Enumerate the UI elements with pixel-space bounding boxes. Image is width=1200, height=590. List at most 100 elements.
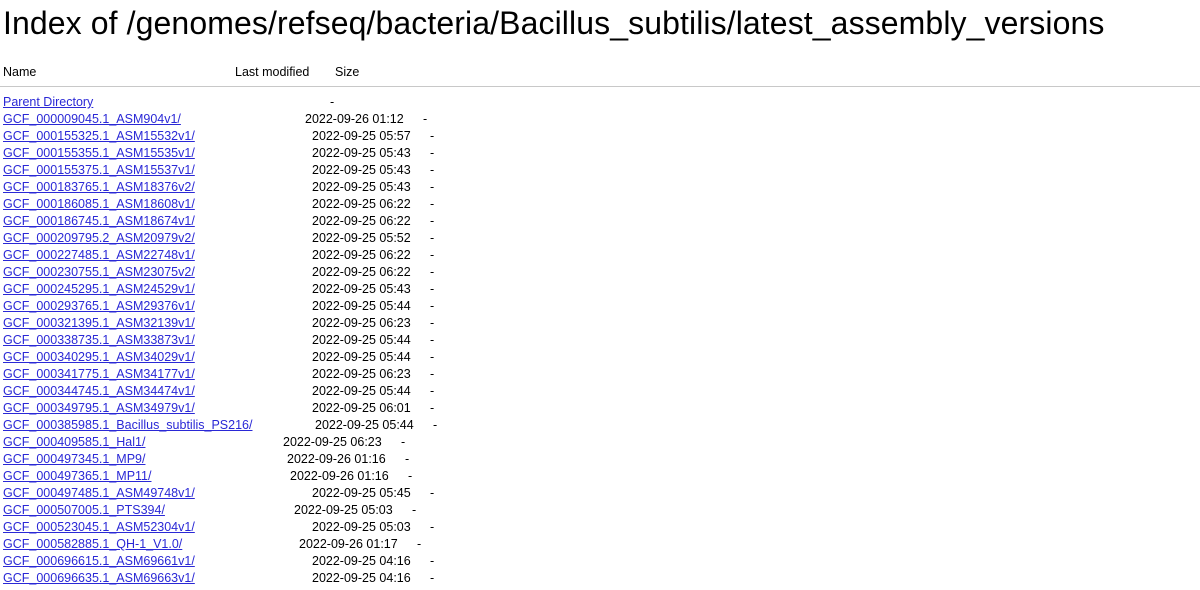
- size-value: -: [430, 299, 435, 313]
- directory-link[interactable]: GCF_000245295.1_ASM24529v1/: [3, 282, 195, 296]
- directory-link[interactable]: GCF_000186085.1_ASM18608v1/: [3, 197, 195, 211]
- directory-link[interactable]: GCF_000209795.2_ASM20979v2/: [3, 231, 195, 245]
- size-value: -: [430, 384, 435, 398]
- last-modified-value: 2022-09-25 04:16: [312, 571, 411, 585]
- last-modified-value: 2022-09-26 01:17: [299, 537, 398, 551]
- table-row: GCF_000186745.1_ASM18674v1/2022-09-25 06…: [0, 213, 1200, 230]
- directory-link[interactable]: GCF_000507005.1_PTS394/: [3, 503, 165, 517]
- last-modified-value: 2022-09-25 06:23: [312, 367, 411, 381]
- last-modified-value: 2022-09-25 06:22: [312, 248, 411, 262]
- directory-link[interactable]: GCF_000009045.1_ASM904v1/: [3, 112, 181, 126]
- last-modified-value: 2022-09-25 05:45: [312, 486, 411, 500]
- column-header-name[interactable]: Name: [3, 65, 37, 79]
- directory-link[interactable]: GCF_000155325.1_ASM15532v1/: [3, 129, 195, 143]
- directory-link[interactable]: GCF_000582885.1_QH-1_V1.0/: [3, 537, 183, 551]
- directory-link[interactable]: GCF_000155355.1_ASM15535v1/: [3, 146, 195, 160]
- column-header-size[interactable]: Size: [335, 65, 360, 79]
- last-modified-value: 2022-09-25 05:52: [312, 231, 411, 245]
- header-divider: [0, 86, 1200, 87]
- table-row: GCF_000582885.1_QH-1_V1.0/2022-09-26 01:…: [0, 536, 1200, 553]
- directory-link[interactable]: GCF_000155375.1_ASM15537v1/: [3, 163, 195, 177]
- directory-link[interactable]: GCF_000293765.1_ASM29376v1/: [3, 299, 195, 313]
- table-row: GCF_000349795.1_ASM34979v1/2022-09-25 06…: [0, 400, 1200, 417]
- size-value: -: [430, 248, 435, 262]
- size-value: -: [430, 214, 435, 228]
- size-value: -: [405, 452, 410, 466]
- page-title: Index of /genomes/refseq/bacteria/Bacill…: [3, 5, 1105, 41]
- table-row: GCF_000009045.1_ASM904v1/2022-09-26 01:1…: [0, 111, 1200, 128]
- size-value: -: [430, 520, 435, 534]
- directory-listing: Parent Directory - GCF_000009045.1_ASM90…: [0, 94, 1200, 587]
- size-value: -: [430, 554, 435, 568]
- size-value: -: [330, 95, 335, 109]
- table-row: GCF_000227485.1_ASM22748v1/2022-09-25 06…: [0, 247, 1200, 264]
- directory-link[interactable]: GCF_000227485.1_ASM22748v1/: [3, 248, 195, 262]
- size-value: -: [430, 146, 435, 160]
- last-modified-value: 2022-09-25 05:44: [312, 350, 411, 364]
- size-value: -: [430, 129, 435, 143]
- directory-link[interactable]: GCF_000696615.1_ASM69661v1/: [3, 554, 195, 568]
- size-value: -: [430, 350, 435, 364]
- last-modified-value: 2022-09-25 06:22: [312, 265, 411, 279]
- size-value: -: [430, 180, 435, 194]
- table-row: GCF_000209795.2_ASM20979v2/2022-09-25 05…: [0, 230, 1200, 247]
- size-value: -: [430, 231, 435, 245]
- table-row: GCF_000155325.1_ASM15532v1/2022-09-25 05…: [0, 128, 1200, 145]
- directory-link[interactable]: GCF_000385985.1_Bacillus_subtilis_PS216/: [3, 418, 253, 432]
- last-modified-value: 2022-09-25 05:43: [312, 146, 411, 160]
- table-row: GCF_000696615.1_ASM69661v1/2022-09-25 04…: [0, 553, 1200, 570]
- table-row: GCF_000321395.1_ASM32139v1/2022-09-25 06…: [0, 315, 1200, 332]
- table-row: GCF_000338735.1_ASM33873v1/2022-09-25 05…: [0, 332, 1200, 349]
- last-modified-value: 2022-09-25 05:03: [312, 520, 411, 534]
- size-value: -: [430, 163, 435, 177]
- directory-link[interactable]: GCF_000523045.1_ASM52304v1/: [3, 520, 195, 534]
- last-modified-value: 2022-09-26 01:16: [290, 469, 389, 483]
- directory-link[interactable]: GCF_000409585.1_Hal1/: [3, 435, 146, 449]
- table-row: GCF_000385985.1_Bacillus_subtilis_PS216/…: [0, 417, 1200, 434]
- last-modified-value: 2022-09-25 06:22: [312, 214, 411, 228]
- table-row: GCF_000507005.1_PTS394/2022-09-25 05:03-: [0, 502, 1200, 519]
- table-row: GCF_000497365.1_MP11/2022-09-26 01:16 -: [0, 468, 1200, 485]
- table-row: GCF_000340295.1_ASM34029v1/2022-09-25 05…: [0, 349, 1200, 366]
- last-modified-value: 2022-09-26 01:12: [305, 112, 404, 126]
- size-value: -: [430, 316, 435, 330]
- directory-link[interactable]: GCF_000230755.1_ASM23075v2/: [3, 265, 195, 279]
- directory-link[interactable]: GCF_000341775.1_ASM34177v1/: [3, 367, 195, 381]
- size-value: -: [430, 197, 435, 211]
- last-modified-value: 2022-09-25 05:57: [312, 129, 411, 143]
- parent-directory-link[interactable]: Parent Directory: [3, 95, 94, 109]
- parent-directory-row: Parent Directory -: [0, 94, 1200, 111]
- size-value: -: [430, 401, 435, 415]
- size-value: -: [423, 112, 428, 126]
- directory-link[interactable]: GCF_000186745.1_ASM18674v1/: [3, 214, 195, 228]
- directory-link[interactable]: GCF_000183765.1_ASM18376v2/: [3, 180, 195, 194]
- last-modified-value: 2022-09-25 06:22: [312, 197, 411, 211]
- directory-link[interactable]: GCF_000338735.1_ASM33873v1/: [3, 333, 195, 347]
- directory-link[interactable]: GCF_000340295.1_ASM34029v1/: [3, 350, 195, 364]
- directory-link[interactable]: GCF_000696635.1_ASM69663v1/: [3, 571, 195, 585]
- size-value: -: [417, 537, 422, 551]
- size-value: -: [430, 367, 435, 381]
- table-row: GCF_000497485.1_ASM49748v1/2022-09-25 05…: [0, 485, 1200, 502]
- table-row: GCF_000696635.1_ASM69663v1/2022-09-25 04…: [0, 570, 1200, 587]
- last-modified-value: 2022-09-25 06:23: [283, 435, 382, 449]
- column-header-last-modified[interactable]: Last modified: [235, 65, 310, 79]
- table-row: GCF_000293765.1_ASM29376v1/2022-09-25 05…: [0, 298, 1200, 315]
- directory-link[interactable]: GCF_000321395.1_ASM32139v1/: [3, 316, 195, 330]
- table-row: GCF_000409585.1_Hal1/2022-09-25 06:23-: [0, 434, 1200, 451]
- last-modified-value: 2022-09-25 04:16: [312, 554, 411, 568]
- directory-link[interactable]: GCF_000497345.1_MP9/: [3, 452, 146, 466]
- size-value: -: [430, 486, 435, 500]
- last-modified-value: 2022-09-25 05:44: [312, 299, 411, 313]
- table-row: GCF_000155375.1_ASM15537v1/2022-09-25 05…: [0, 162, 1200, 179]
- last-modified-value: 2022-09-25 05:43: [312, 163, 411, 177]
- size-value: -: [430, 265, 435, 279]
- table-row: GCF_000341775.1_ASM34177v1/2022-09-25 06…: [0, 366, 1200, 383]
- last-modified-value: 2022-09-25 05:44: [315, 418, 414, 432]
- directory-link[interactable]: GCF_000344745.1_ASM34474v1/: [3, 384, 195, 398]
- directory-link[interactable]: GCF_000497365.1_MP11/: [3, 469, 152, 483]
- size-value: -: [430, 333, 435, 347]
- directory-link[interactable]: GCF_000497485.1_ASM49748v1/: [3, 486, 195, 500]
- size-value: -: [408, 469, 413, 483]
- directory-link[interactable]: GCF_000349795.1_ASM34979v1/: [3, 401, 195, 415]
